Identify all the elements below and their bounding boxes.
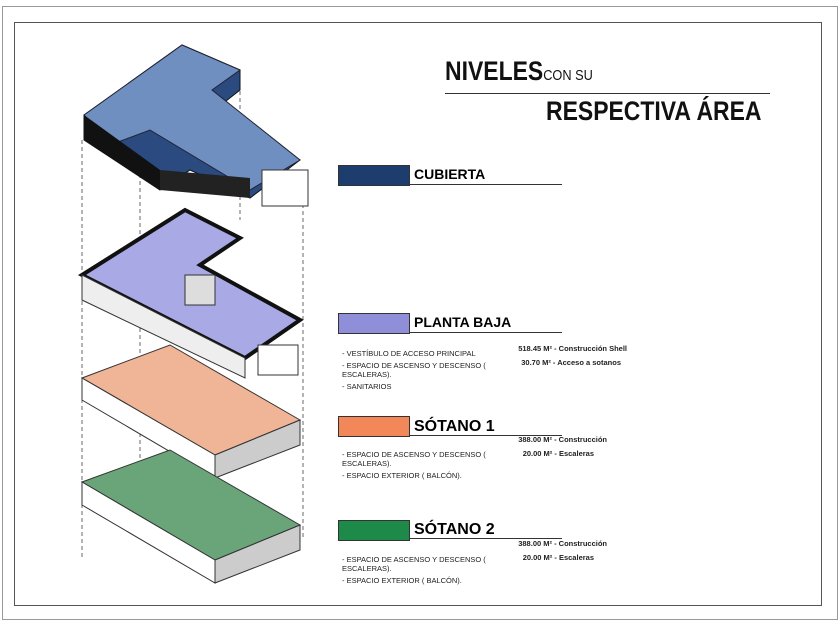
area: 388.00 M² - Construcción	[518, 539, 607, 548]
area: 20.00 M² - Escaleras	[522, 553, 594, 562]
drawing-frame	[14, 22, 822, 606]
sotano-1-items: - ESPACIO DE ASCENSO Y DESCENSO ( ESCALE…	[342, 450, 492, 483]
planta-baja-items: - VESTÍBULO DE ACCESO PRINCIPAL - ESPACI…	[342, 349, 492, 394]
title-line-2: RESPECTIVA ÁREA	[546, 96, 762, 126]
item: - ESPACIO DE ASCENSO Y DESCENSO ( ESCALE…	[342, 450, 486, 468]
divider	[410, 538, 562, 539]
basement-1-level	[80, 344, 302, 479]
divider	[410, 332, 562, 333]
title-line-1: NIVELESCON SU	[445, 56, 593, 86]
level-label-sotano-2: SÓTANO 2	[414, 521, 495, 538]
level-label-planta-baja: PLANTA BAJA	[414, 314, 512, 330]
swatch-cubierta	[338, 165, 410, 186]
item: - ESPACIO EXTERIOR ( BALCÓN).	[342, 576, 462, 585]
sotano-2-items: - ESPACIO DE ASCENSO Y DESCENSO ( ESCALE…	[342, 555, 492, 588]
title-divider	[445, 93, 770, 94]
item: - ESPACIO DE ASCENSO Y DESCENSO ( ESCALE…	[342, 555, 486, 573]
ground-floor-level	[77, 207, 304, 379]
area: 518.45 M² - Construcción Shell	[518, 344, 627, 353]
sotano-2-areas: 388.00 M² - Construcción 20.00 M² - Esca…	[500, 539, 607, 567]
area: 30.70 M² - Acceso a sotanos	[521, 358, 621, 367]
divider	[410, 184, 562, 185]
roof-level	[83, 44, 309, 207]
planta-baja-areas: 518.45 M² - Construcción Shell 30.70 M² …	[500, 344, 627, 372]
level-label-cubierta: CUBIERTA	[414, 166, 486, 182]
sotano-1-areas: 388.00 M² - Construcción 20.00 M² - Esca…	[500, 435, 607, 463]
swatch-sotano-2	[338, 520, 410, 541]
swatch-sotano-1	[338, 416, 410, 437]
sheet-border	[2, 6, 838, 620]
item: - ESPACIO EXTERIOR ( BALCÓN).	[342, 471, 462, 480]
area: 20.00 M² - Escaleras	[522, 449, 594, 458]
area: 388.00 M² - Construcción	[518, 435, 607, 444]
level-label-sotano-1: SÓTANO 1	[414, 418, 495, 435]
item: - ESPACIO DE ASCENSO Y DESCENSO ( ESCALE…	[342, 361, 486, 379]
basement-2-level	[80, 449, 302, 584]
divider	[410, 435, 562, 436]
item: - VESTÍBULO DE ACCESO PRINCIPAL	[342, 349, 476, 358]
swatch-planta-baja	[338, 313, 410, 334]
item: - SANITARIOS	[342, 382, 392, 391]
